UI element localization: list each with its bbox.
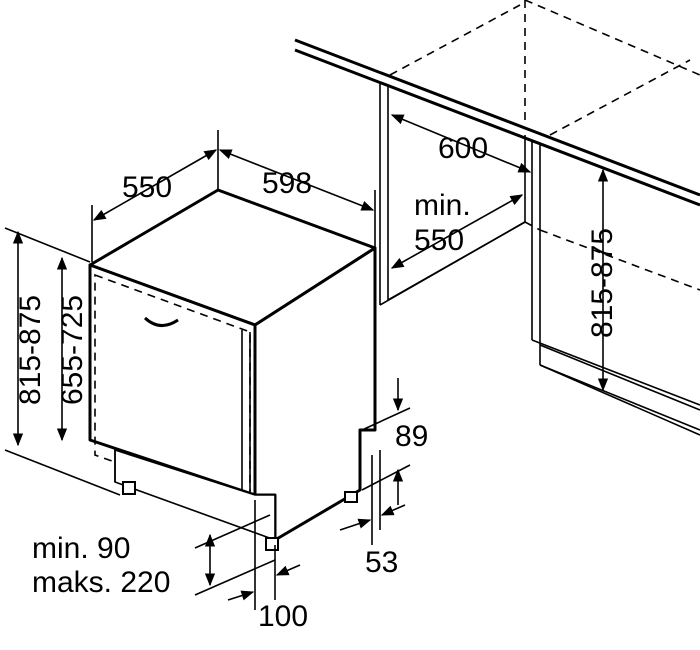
foot-front-right <box>265 537 279 551</box>
label-depth: 550 <box>122 171 172 204</box>
countertop-edge-bottom <box>294 48 700 207</box>
label-total-height: 815-875 <box>14 295 47 405</box>
door-handle-icon <box>143 316 179 327</box>
dishwasher-body <box>88 188 377 551</box>
label-niche-depth-min: min. <box>414 189 471 222</box>
label-plinth-min: min. 90 <box>32 532 130 565</box>
label-niche-height: 815-875 <box>586 228 619 338</box>
label-width: 598 <box>262 167 312 200</box>
label-door-height: 655-725 <box>56 295 89 405</box>
label-plinth-offset: 100 <box>258 600 308 633</box>
dimension-lines <box>4 114 609 610</box>
foot-rear-right <box>344 491 358 503</box>
label-plinth-max: maks. 220 <box>32 566 170 599</box>
label-plinth-top: 89 <box>395 420 428 453</box>
countertop-edge-top <box>294 38 700 197</box>
label-plinth-bottom: 53 <box>365 546 398 579</box>
label-niche-depth-value: 550 <box>414 224 464 257</box>
cabinet-niche <box>294 0 700 436</box>
foot-front-left <box>122 481 136 495</box>
dimension-labels: 550 598 600 min. 550 815-875 815-875 655… <box>14 132 619 633</box>
label-niche-width: 600 <box>438 132 488 165</box>
